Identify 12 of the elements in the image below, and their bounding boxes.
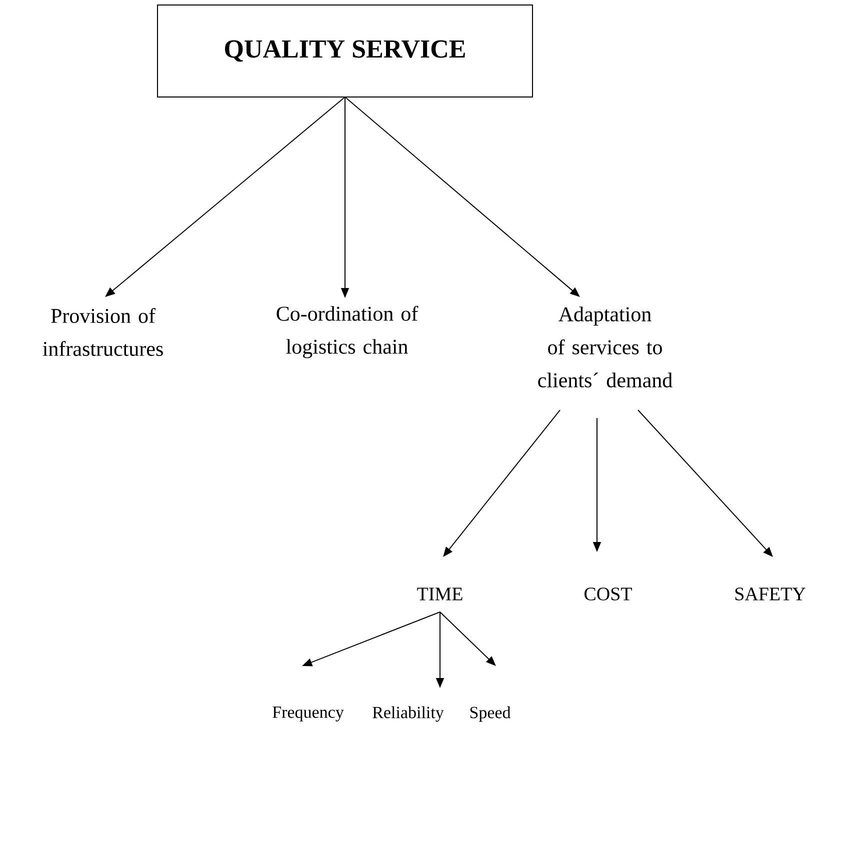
node-label: SAFETY — [735, 588, 806, 600]
node-label: Co-ordination of logistics chain — [276, 306, 418, 358]
node-label: TIME — [417, 588, 462, 600]
node-label: Adaptation of services to clients´ demand — [538, 306, 672, 388]
node-label: Frequency — [272, 706, 344, 722]
arrow — [638, 410, 773, 557]
title-box: QUALITY SERVICE — [157, 4, 533, 98]
arrow — [440, 612, 496, 666]
node-label: Reliability — [372, 706, 444, 722]
node-label: COST — [584, 588, 632, 600]
node-label: Provision of infrastructures — [42, 308, 163, 356]
node-label: Speed — [470, 706, 511, 722]
